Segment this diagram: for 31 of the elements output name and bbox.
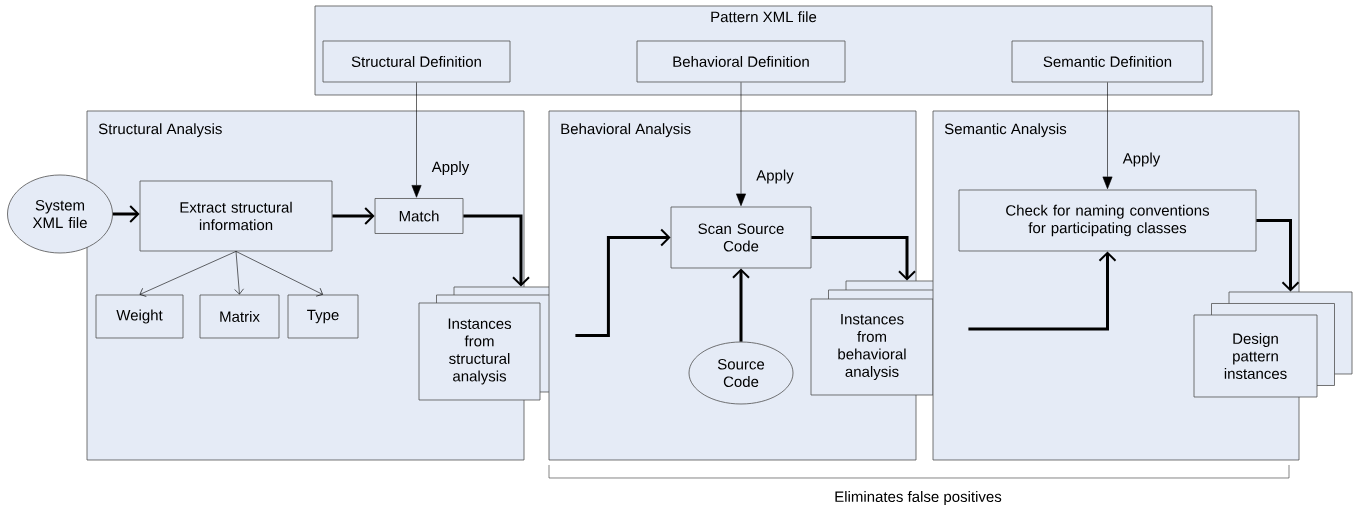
panel-title: Behavioral Analysis	[561, 123, 691, 138]
arrow	[411, 82, 422, 198]
arrow	[463, 214, 530, 287]
arrow	[1102, 82, 1113, 190]
process-box: Structural Definition	[322, 40, 511, 83]
bracket-label: Eliminates false positives	[835, 491, 1002, 505]
process-box: Type	[287, 294, 359, 339]
arrow	[811, 236, 916, 281]
panel-title: Semantic Analysis	[944, 123, 1067, 138]
arrow	[235, 251, 323, 297]
arrow	[332, 207, 375, 225]
arrow	[732, 268, 750, 342]
process-box: Weight	[95, 294, 184, 339]
arrow	[139, 251, 237, 297]
process-box: Scan Source Code	[670, 206, 812, 269]
panel-title: Structural Analysis	[98, 123, 222, 138]
process-box: Check for naming conventions for participating classes	[958, 189, 1257, 252]
arrow	[234, 251, 244, 295]
arrow	[1256, 219, 1300, 292]
document-stack: Design pattern instances	[1193, 291, 1353, 398]
process-box: Extract structural information	[139, 180, 333, 252]
process-box: Matrix	[199, 294, 280, 339]
process-box: Match	[374, 198, 464, 234]
process-box: Behavioral Definition	[636, 40, 846, 83]
edge-label: Apply	[430, 160, 471, 177]
arrow	[575, 228, 671, 337]
process-box: Semantic Definition	[1011, 40, 1204, 83]
arrow	[736, 82, 746, 207]
panel-title: Pattern XML file	[711, 11, 817, 23]
arrow	[968, 251, 1117, 331]
arrow	[112, 205, 140, 223]
